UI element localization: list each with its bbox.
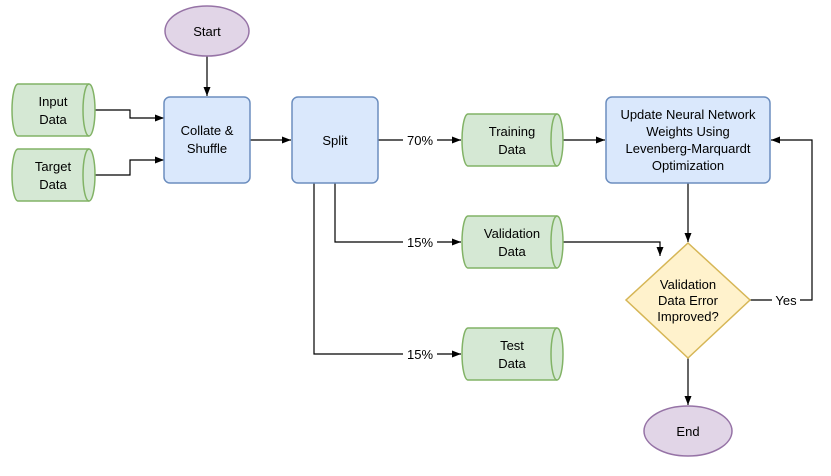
- input-data-label-line2: Data: [39, 112, 67, 127]
- decision-label-line2: Data Error: [658, 293, 719, 308]
- target-data-label-line2: Data: [39, 177, 67, 192]
- split-label: Split: [322, 133, 348, 148]
- update-label-line3: Levenberg-Marquardt: [625, 141, 750, 156]
- validation-data-label-line1: Validation: [484, 226, 540, 241]
- target-data-node: Target Data: [11, 148, 96, 202]
- collate-shuffle-node: Collate & Shuffle: [163, 96, 251, 184]
- edge-split-to-validation: [334, 183, 461, 246]
- start-node: Start: [164, 5, 250, 57]
- validation-data-label-line2: Data: [498, 244, 526, 259]
- decision-label-line3: Improved?: [657, 309, 718, 324]
- collate-label-line2: Shuffle: [187, 141, 227, 156]
- end-node: End: [643, 405, 733, 457]
- edge-target-to-collate: [95, 156, 164, 176]
- edge-label-15-test: 15%: [407, 347, 433, 362]
- update-label-line1: Update Neural Network: [620, 107, 756, 122]
- input-data-node: Input Data: [11, 83, 96, 137]
- training-data-label-line1: Training: [489, 124, 535, 139]
- update-label-line4: Optimization: [652, 158, 724, 173]
- validation-data-node: Validation Data: [461, 215, 564, 269]
- test-data-label-line2: Data: [498, 356, 526, 371]
- update-label-line2: Weights Using: [646, 124, 730, 139]
- collate-label-line1: Collate &: [181, 123, 234, 138]
- edge-split-to-test: [313, 183, 461, 358]
- test-data-node: Test Data: [461, 327, 564, 381]
- training-data-label-line2: Data: [498, 142, 526, 157]
- end-label: End: [676, 424, 699, 439]
- edge-label-70: 70%: [407, 133, 433, 148]
- input-data-label-line1: Input: [39, 94, 68, 109]
- edge-label-yes: Yes: [775, 293, 797, 308]
- test-data-label-line1: Test: [500, 338, 524, 353]
- edge-label-15-validation: 15%: [407, 235, 433, 250]
- edge-validation-to-decision: [563, 241, 664, 256]
- edge-labels: 70% 15% 15% Yes: [403, 131, 800, 363]
- split-node: Split: [291, 96, 379, 184]
- edge-input-to-collate: [95, 109, 164, 122]
- update-weights-node: Update Neural Network Weights Using Leve…: [605, 96, 771, 184]
- target-data-label-line1: Target: [35, 159, 72, 174]
- start-label: Start: [193, 24, 221, 39]
- training-data-node: Training Data: [461, 113, 564, 167]
- decision-label-line1: Validation: [660, 277, 716, 292]
- decision-node: Validation Data Error Improved?: [624, 241, 752, 360]
